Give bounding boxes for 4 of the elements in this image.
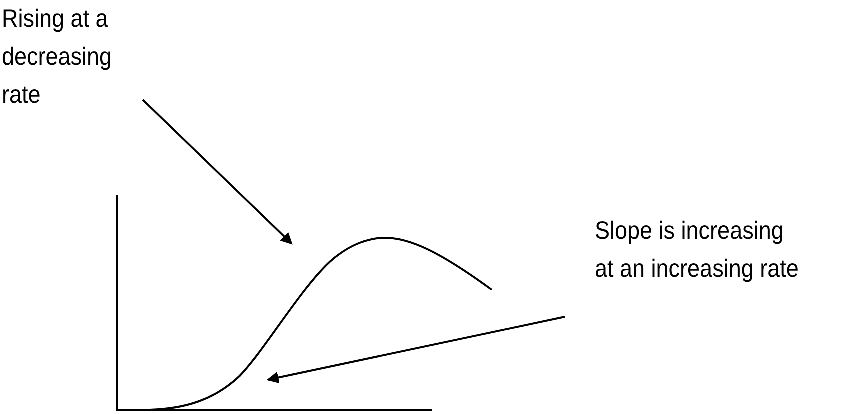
annotation-text: Rising at a decreasing rate	[2, 0, 150, 114]
leader-arrow	[266, 316, 566, 384]
annotation-text: Slope is increasing at an increasing rate	[595, 212, 802, 288]
leader-arrow	[142, 99, 293, 245]
